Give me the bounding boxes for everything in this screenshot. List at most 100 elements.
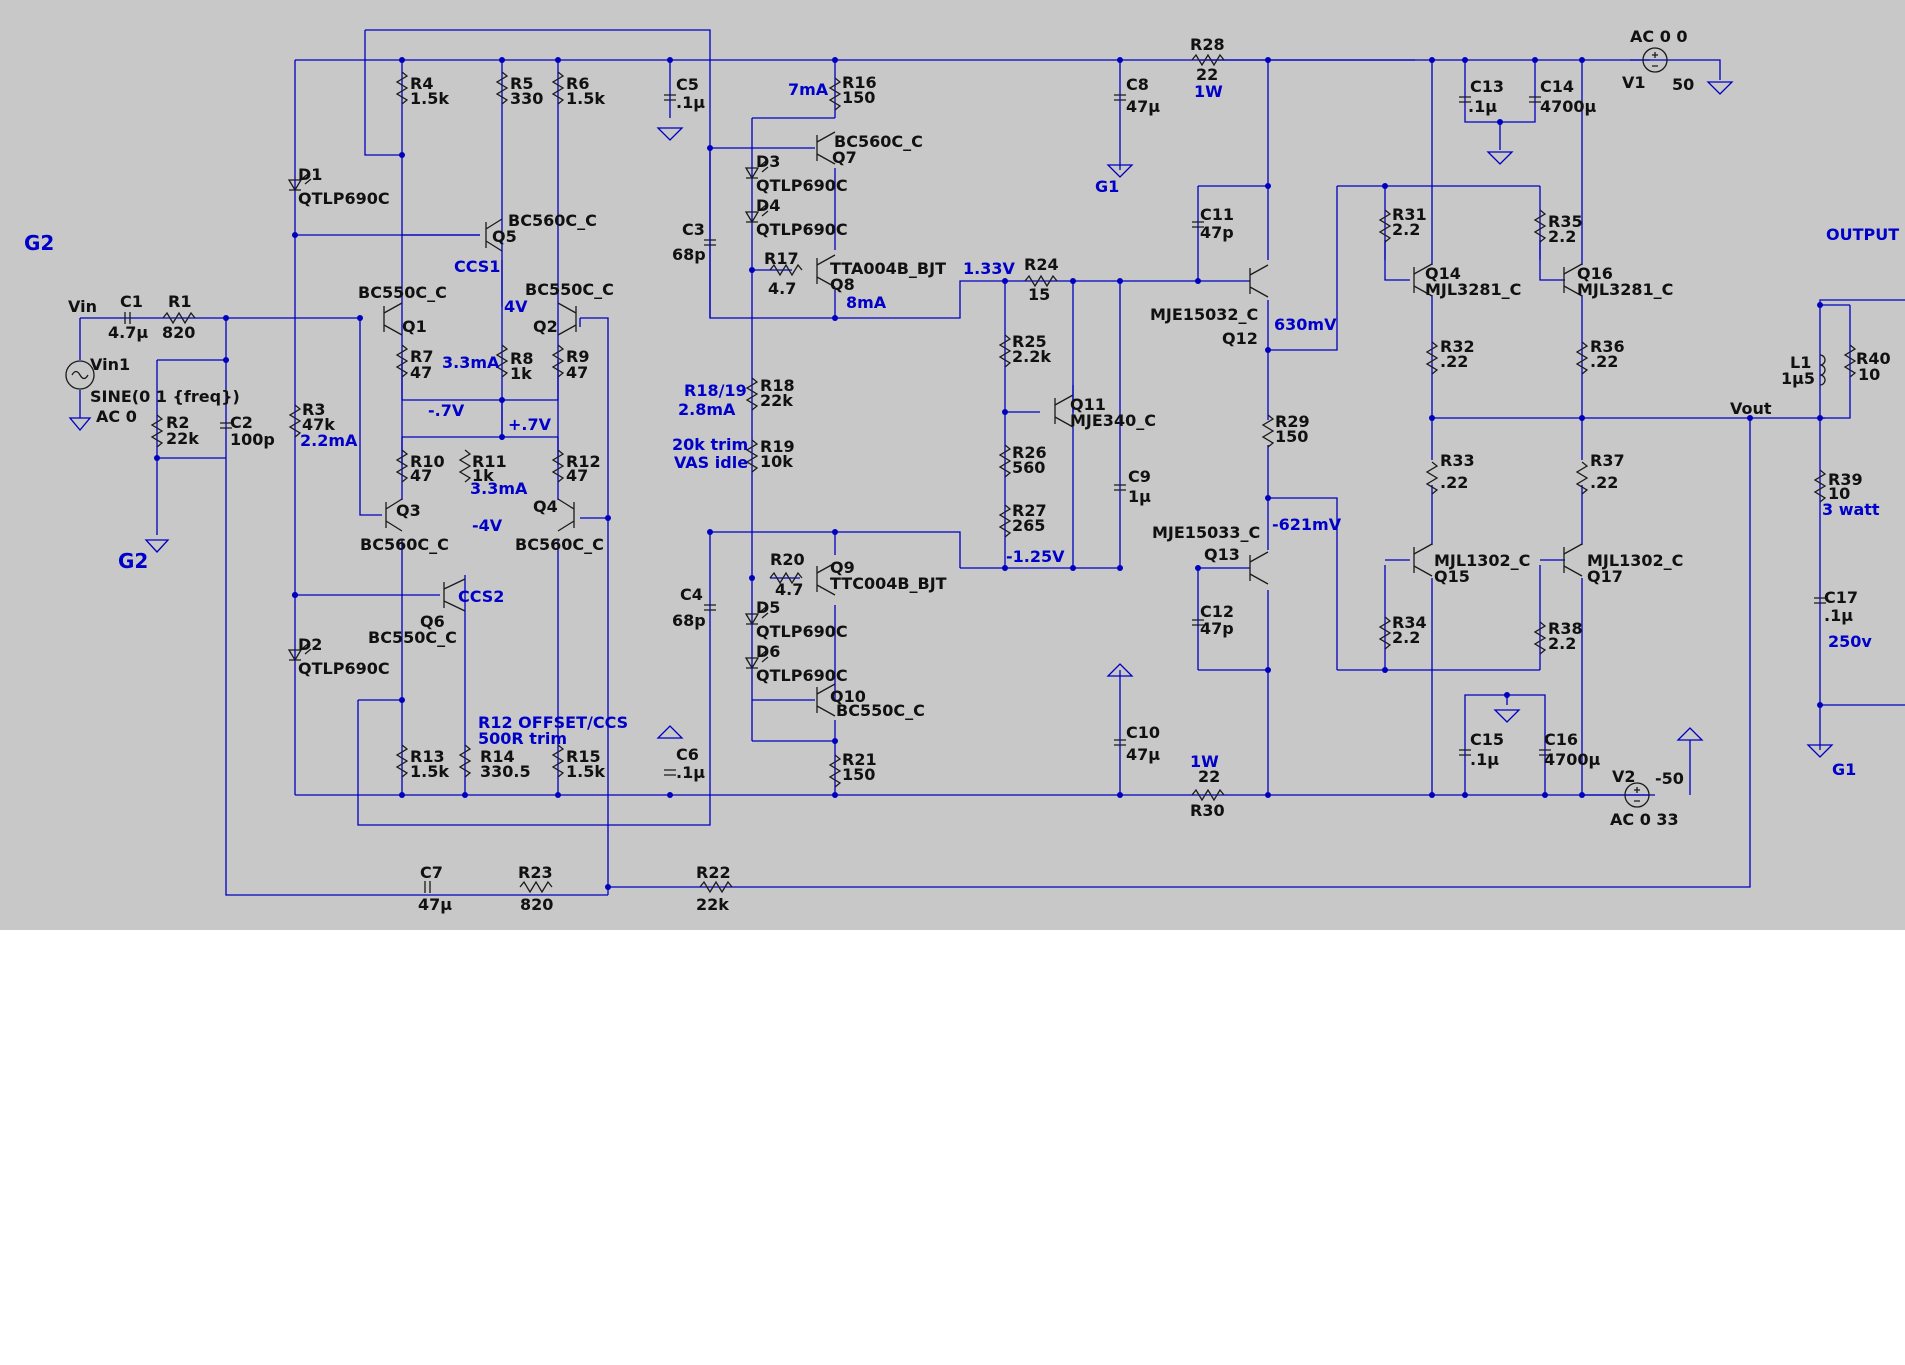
q17-model: MJL1302_C bbox=[1587, 551, 1683, 570]
c1-symbol bbox=[124, 312, 131, 324]
c16-symbol bbox=[1539, 749, 1551, 756]
r37-symbol bbox=[1575, 461, 1589, 495]
ground-icon bbox=[1706, 81, 1734, 95]
c2-value: 100p bbox=[230, 430, 275, 449]
q11-symbol bbox=[1054, 394, 1074, 428]
r35-name: R35 bbox=[1548, 212, 1583, 231]
r23-name: R23 bbox=[518, 863, 553, 882]
q7-model: BC560C_C bbox=[834, 132, 923, 151]
v1-symbol bbox=[1642, 47, 1668, 73]
component-labels: C1 4.7µ R1 820 R2 22k C2 100p R3 47k D1 … bbox=[108, 35, 1891, 914]
c17-name: C17 bbox=[1824, 588, 1858, 607]
c10-name: C10 bbox=[1126, 723, 1160, 742]
note-voltage: 4V bbox=[504, 297, 528, 316]
note-current: 2.2mA bbox=[300, 431, 358, 450]
note-voltage: -4V bbox=[472, 516, 503, 535]
q14-model: MJL3281_C bbox=[1425, 280, 1521, 299]
c15-name: C15 bbox=[1470, 730, 1504, 749]
ground-icon bbox=[1106, 164, 1134, 178]
d3-name: D3 bbox=[756, 152, 780, 171]
c15-value: .1µ bbox=[1470, 750, 1499, 769]
r11-name: R11 bbox=[472, 452, 507, 471]
vin1-ac: AC 0 bbox=[96, 407, 137, 426]
d3-symbol bbox=[744, 160, 769, 180]
r26-symbol bbox=[998, 444, 1012, 478]
ground-icon bbox=[144, 539, 170, 553]
r34-value: 2.2 bbox=[1392, 628, 1420, 647]
note-ccs2: CCS2 bbox=[458, 587, 504, 606]
q17-name: Q17 bbox=[1587, 567, 1623, 586]
rail-arrow-icon bbox=[1676, 727, 1704, 741]
q12-model: MJE15032_C bbox=[1150, 305, 1258, 324]
r24-symbol bbox=[1024, 274, 1058, 288]
r31-name: R31 bbox=[1392, 205, 1427, 224]
c14-name: C14 bbox=[1540, 77, 1574, 96]
r25-name: R25 bbox=[1012, 332, 1047, 351]
v1-name: V1 bbox=[1622, 73, 1646, 92]
ground-icon bbox=[1493, 709, 1521, 723]
q2-name: Q2 bbox=[533, 317, 558, 336]
r33-symbol bbox=[1425, 461, 1439, 495]
output-label: OUTPUT bbox=[1826, 225, 1899, 244]
c4-value: 68p bbox=[672, 611, 706, 630]
q4-name: Q4 bbox=[533, 497, 558, 516]
r7-name: R7 bbox=[410, 347, 433, 366]
c9-value: 1µ bbox=[1128, 487, 1151, 506]
capacitors bbox=[124, 94, 1826, 893]
note-power: 3 watt bbox=[1822, 500, 1880, 519]
vin-label: Vin bbox=[68, 297, 97, 316]
r7-value: 47 bbox=[410, 363, 432, 382]
ground-symbols bbox=[68, 81, 1834, 758]
note-voltage-rating: 250v bbox=[1828, 632, 1872, 651]
r11-value: 1k bbox=[472, 466, 494, 485]
r36-name: R36 bbox=[1590, 337, 1625, 356]
q9-name: Q9 bbox=[830, 558, 855, 577]
c15-symbol bbox=[1459, 749, 1471, 756]
c1-value: 4.7µ bbox=[108, 323, 148, 342]
r22-symbol bbox=[699, 880, 733, 894]
r35-symbol bbox=[1533, 209, 1547, 243]
r37-name: R37 bbox=[1590, 451, 1625, 470]
r12-value: 47 bbox=[566, 466, 588, 485]
r39-name: R39 bbox=[1828, 470, 1863, 489]
q7-name: Q7 bbox=[832, 148, 857, 167]
c13-symbol bbox=[1459, 96, 1471, 103]
r20-value: 4.7 bbox=[775, 580, 803, 599]
v2-value: -50 bbox=[1655, 769, 1684, 788]
r38-name: R38 bbox=[1548, 619, 1583, 638]
c10-value: 47µ bbox=[1126, 745, 1160, 764]
r36-value: .22 bbox=[1590, 352, 1618, 371]
q5-name: Q5 bbox=[492, 227, 517, 246]
note-r12-trim: 500R trim bbox=[478, 729, 567, 748]
r30-value: 22 bbox=[1198, 767, 1220, 786]
c4-name: C4 bbox=[680, 585, 703, 604]
r11-symbol bbox=[458, 449, 472, 483]
c12-name: C12 bbox=[1200, 602, 1234, 621]
d2-symbol bbox=[287, 642, 312, 662]
c5-symbol bbox=[664, 94, 676, 101]
ground-icon bbox=[656, 127, 684, 141]
vin1-name: Vin1 bbox=[90, 355, 130, 374]
ground-icon bbox=[68, 417, 92, 432]
d6-symbol bbox=[744, 650, 769, 670]
r14-value: 330.5 bbox=[480, 762, 531, 781]
v2-name: V2 bbox=[1612, 767, 1636, 786]
d1-model: QTLP690C bbox=[298, 189, 390, 208]
c17-value: .1µ bbox=[1824, 606, 1853, 625]
c6-value: .1µ bbox=[676, 763, 705, 782]
c14-symbol bbox=[1529, 96, 1541, 103]
c11-value: 47p bbox=[1200, 223, 1234, 242]
r28-name: R28 bbox=[1190, 35, 1225, 54]
r4-name: R4 bbox=[410, 74, 433, 93]
r18-symbol bbox=[745, 377, 759, 411]
v1-ac: AC 0 0 bbox=[1630, 27, 1688, 46]
r21-symbol bbox=[828, 754, 842, 788]
note-trim: 20k trim bbox=[672, 435, 748, 454]
annotations: CCS1 CCS2 2.2mA 3.3mA 3.3mA 4V -4V -.7V … bbox=[300, 80, 1880, 771]
c8-name: C8 bbox=[1126, 75, 1149, 94]
r22-name: R22 bbox=[696, 863, 731, 882]
q4-symbol bbox=[557, 498, 575, 532]
q7-symbol bbox=[816, 131, 836, 165]
c3-value: 68p bbox=[672, 245, 706, 264]
c3-name: C3 bbox=[682, 220, 705, 239]
